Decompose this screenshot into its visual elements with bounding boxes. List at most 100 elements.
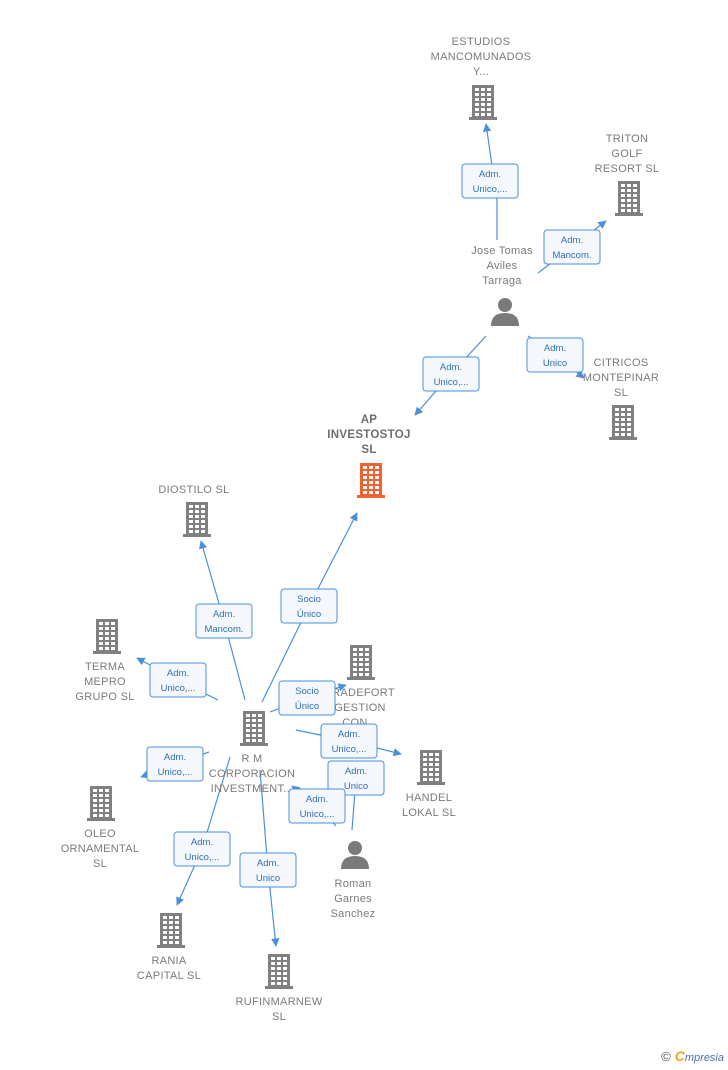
edge-jose-to-estudios — [482, 123, 498, 240]
edge-label-line: Único — [297, 609, 321, 620]
edge-label-box — [461, 163, 519, 199]
edge-label-line: Socio — [295, 686, 319, 697]
node-label-line: MONTEPINAR — [583, 372, 659, 384]
footer-brand: ©Cmpresia — [661, 1048, 724, 1064]
edge-label-box — [327, 760, 385, 796]
edge-label-box — [278, 680, 336, 716]
node-rm[interactable]: R MCORPORACIONINVESTMENT... — [209, 711, 295, 795]
edge-label-line: Adm. — [440, 362, 462, 373]
node-label-line: INVESTMENT... — [211, 783, 294, 795]
edge-label-line: Unico,... — [185, 852, 220, 863]
edge-label-line: Unico — [543, 358, 567, 369]
node-label-line: GOLF — [611, 148, 642, 160]
node-label-line: Y... — [473, 66, 489, 78]
edge-label-line: Adm. — [167, 668, 189, 679]
building-icon — [265, 954, 293, 989]
edge-label-box — [526, 337, 584, 373]
node-label-line: ESTUDIOS — [452, 36, 511, 48]
edge-label-rm-to-oleo[interactable]: Adm. Unico,... — [146, 746, 204, 782]
node-label-line: TRADEFORT — [325, 687, 395, 699]
building-icon — [615, 181, 643, 216]
edge-label-line: Mancom. — [204, 624, 243, 635]
edge-label-line: Unico,... — [300, 809, 335, 820]
edge-label-box — [288, 788, 346, 824]
node-label-line: CAPITAL SL — [137, 970, 201, 982]
edge-label-jose-to-ap[interactable]: Adm. Unico,... — [422, 356, 480, 392]
node-label-line: LOKAL SL — [402, 807, 456, 819]
edge-label-line: Unico,... — [434, 377, 469, 388]
node-label-line: AP — [361, 414, 378, 426]
node-rufinmarnew[interactable]: RUFINMARNEW SL — [235, 954, 323, 1023]
node-diostilo[interactable]: DIOSTILO SL — [158, 484, 229, 537]
edge-label-box — [195, 603, 253, 639]
edge-label-rm-to-handel[interactable]: Adm. Unico,... — [320, 723, 378, 759]
person-icon — [341, 841, 369, 869]
node-label-line: ORNAMENTAL — [61, 843, 140, 855]
building-icon — [469, 85, 497, 120]
building-icon — [609, 405, 637, 440]
node-label-line: Tarraga — [482, 275, 522, 287]
node-label-line: RUFINMARNEW — [235, 996, 322, 1008]
edge-label-rm-to-rufinmarnew[interactable]: Adm.Unico — [239, 852, 297, 888]
edge-label-line: Adm. — [544, 343, 566, 354]
edge-label-box — [146, 746, 204, 782]
node-label-line: Garnes — [334, 893, 372, 905]
edge-label-line: Unico,... — [473, 184, 508, 195]
edge-label-box — [320, 723, 378, 759]
edge-label-rm-to-diostilo[interactable]: Adm. Mancom. — [195, 603, 253, 639]
node-label-line: GESTION — [334, 702, 386, 714]
node-rania[interactable]: RANIA CAPITAL SL — [137, 913, 201, 982]
edge-label-line: Adm. — [164, 752, 186, 763]
edge-label-line: Mancom. — [552, 250, 591, 261]
edge-label-line: Adm. — [338, 729, 360, 740]
edge-label-jose-to-estudios[interactable]: Adm. Unico,... — [461, 163, 519, 199]
node-label-line: DIOSTILO SL — [158, 484, 229, 496]
building-icon — [157, 913, 185, 948]
edge-label-line: Adm. — [213, 609, 235, 620]
edge-label-jose-to-citricos[interactable]: Adm. Unico — [526, 337, 584, 373]
edge-label-box — [422, 356, 480, 392]
building-icon — [347, 645, 375, 680]
edge-label-box — [239, 852, 297, 888]
edge-label-roman-to-handel[interactable]: Adm.Unico — [327, 760, 385, 796]
edge-label-rm-to-terma[interactable]: Adm.Unico,... — [149, 662, 207, 698]
node-label-line: R M — [241, 753, 262, 765]
edge-label-jose-to-triton[interactable]: Adm.Mancom. — [543, 229, 601, 265]
edge-label-roman-to-rm[interactable]: Adm.Unico,... — [288, 788, 346, 824]
edge-label-line: Unico,... — [158, 767, 193, 778]
edge-label-box — [173, 831, 231, 867]
node-label-line: SL — [614, 387, 628, 399]
edge-label-line: Unico — [256, 873, 280, 884]
node-label-line: Roman — [335, 878, 372, 890]
node-estudios[interactable]: ESTUDIOSMANCOMUNADOSY... — [431, 36, 532, 120]
edge-label-line: Adm. — [479, 169, 501, 180]
building-icon — [357, 463, 385, 498]
edge-label-line: Único — [295, 701, 319, 712]
node-label-line: INVESTOSTOJ — [327, 429, 410, 441]
edge-label-box — [149, 662, 207, 698]
node-label-line: RANIA — [151, 955, 186, 967]
node-label-line: SL — [272, 1011, 286, 1023]
edge-label-line: Adm. — [345, 766, 367, 777]
edge-label-box — [543, 229, 601, 265]
building-icon — [87, 786, 115, 821]
brand-name: mpresia — [684, 1052, 724, 1064]
edge-label-line: Socio — [297, 594, 321, 605]
edge-label-line: Unico,... — [332, 744, 367, 755]
node-tradefort[interactable]: TRADEFORTGESTIONCON... — [325, 645, 395, 729]
node-label-line: TRITON — [606, 133, 649, 145]
brand-initial: C — [674, 1048, 685, 1064]
edge-label-rm-to-rania[interactable]: Adm.Unico,... — [173, 831, 231, 867]
edge-label-box — [280, 588, 338, 624]
